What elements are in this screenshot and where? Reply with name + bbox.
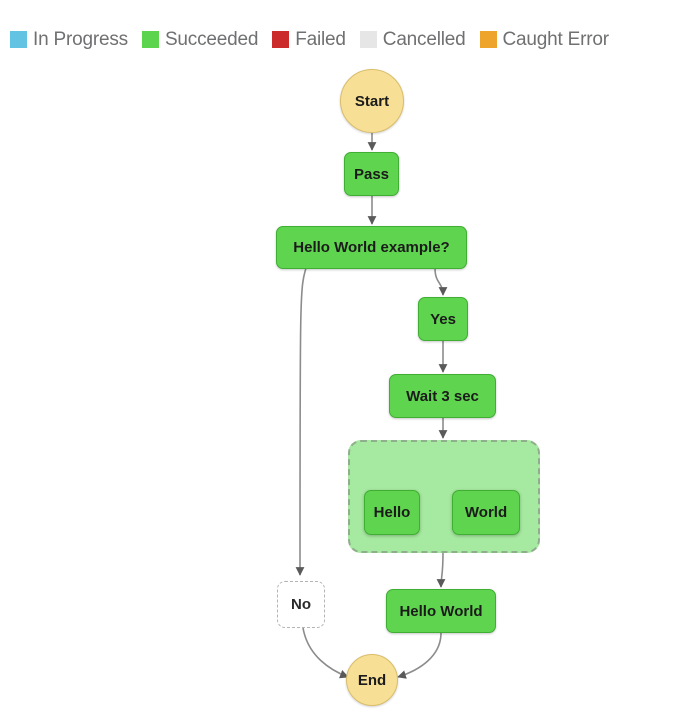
legend-label: Caught Error	[502, 28, 610, 50]
node-label: Pass	[353, 165, 390, 183]
legend-label: Failed	[295, 28, 346, 50]
square-swatch-icon	[272, 30, 290, 48]
legend-label: In Progress	[33, 28, 128, 50]
legend-item-caught-error: Caught Error	[479, 28, 610, 50]
node-label: Yes	[430, 310, 456, 328]
legend-label: Cancelled	[382, 28, 466, 50]
square-swatch-icon	[10, 30, 27, 48]
node-pass[interactable]: Pass	[344, 152, 399, 196]
edge-choice-to-yes	[434, 267, 448, 296]
node-label: Hello	[373, 504, 411, 521]
node-label: Hello World example?	[293, 239, 450, 256]
edge-choice-to-no	[295, 267, 307, 576]
node-yes[interactable]: Yes	[418, 297, 468, 341]
square-swatch-icon	[479, 30, 497, 48]
node-no[interactable]: No	[277, 581, 325, 628]
node-label: No	[291, 596, 311, 613]
node-label: World	[464, 504, 508, 521]
node-label: Start	[354, 92, 390, 110]
node-label: End	[357, 671, 387, 689]
legend-label: Succeeded	[164, 28, 259, 50]
node-world[interactable]: World	[452, 490, 520, 535]
square-swatch-icon	[359, 30, 377, 48]
legend-item-succeeded: Succeeded	[141, 28, 259, 50]
edge-no-to-end	[302, 627, 349, 679]
edge-parallel-to-helloworld	[436, 552, 446, 588]
node-hello-world[interactable]: Hello World	[386, 589, 496, 633]
square-swatch-icon	[141, 30, 159, 48]
legend-item-cancelled: Cancelled	[359, 28, 466, 50]
node-hello-world-example-choice[interactable]: Hello World example?	[276, 226, 467, 269]
node-wait-3-sec[interactable]: Wait 3 sec	[389, 374, 496, 418]
edge-helloworld-to-end	[397, 632, 442, 679]
node-label: Hello World	[399, 602, 483, 620]
status-legend: In Progress Succeeded Failed Cancelled C…	[0, 24, 700, 54]
legend-item-in-progress: In Progress	[10, 30, 128, 49]
node-hello[interactable]: Hello	[364, 490, 420, 535]
node-label: Wait 3 sec	[406, 387, 479, 405]
node-end[interactable]: End	[346, 654, 398, 706]
state-machine-graph: Start Pass Hello World example? Yes Wait…	[0, 56, 700, 722]
legend-item-failed: Failed	[272, 30, 346, 49]
node-start[interactable]: Start	[340, 69, 404, 133]
